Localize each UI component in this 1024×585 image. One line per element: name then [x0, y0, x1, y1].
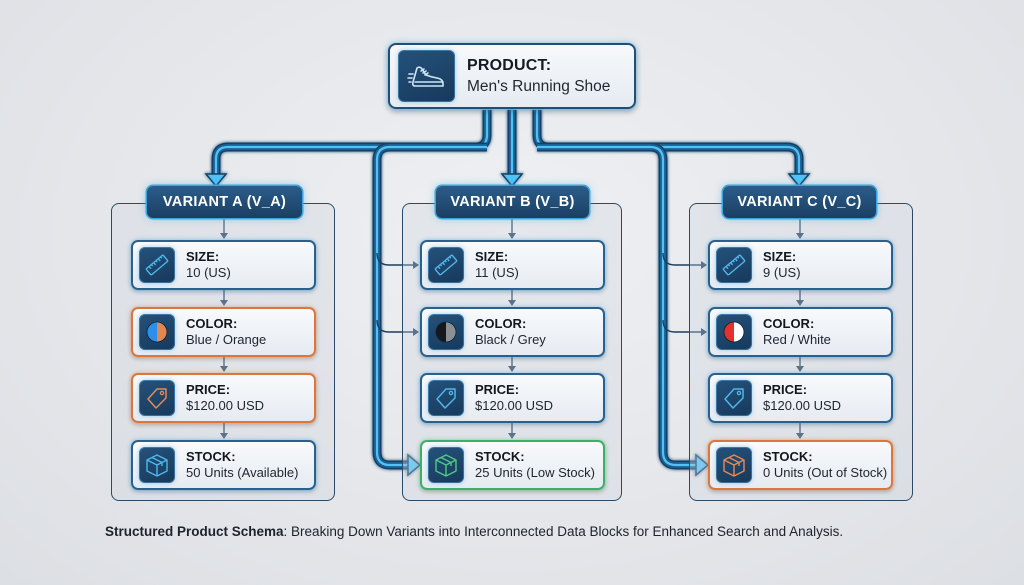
size-label: SIZE: — [763, 248, 797, 264]
color-swatch-icon — [716, 314, 752, 350]
running-shoe-icon — [398, 50, 455, 102]
variant-b-color-card[interactable]: COLOR:Black / Grey — [420, 307, 605, 357]
diagram-caption: Structured Product Schema: Breaking Down… — [105, 524, 843, 539]
connector-to-variant-a — [204, 110, 492, 188]
color-label: COLOR: — [475, 315, 527, 331]
stock-label: STOCK: — [763, 448, 813, 464]
size-label: SIZE: — [475, 248, 509, 264]
stock-value: 0 Units (Out of Stock) — [763, 464, 888, 480]
stock-value: 50 Units (Available) — [186, 464, 299, 480]
size-value: 10 (US) — [186, 264, 231, 280]
price-tag-icon — [716, 380, 752, 416]
color-value: Blue / Orange — [186, 331, 267, 347]
product-label: PRODUCT: — [467, 56, 552, 74]
ruler-icon — [428, 247, 464, 283]
box-icon — [716, 447, 752, 483]
price-label: PRICE: — [186, 381, 231, 397]
variant-c-price-card[interactable]: PRICE:$120.00 USD — [708, 373, 893, 423]
size-value: 9 (US) — [763, 264, 801, 280]
color-swatch-icon — [428, 314, 464, 350]
stock-value: 25 Units (Low Stock) — [475, 464, 595, 480]
price-label: PRICE: — [475, 381, 520, 397]
box-icon — [428, 447, 464, 483]
variant-c-header[interactable]: VARIANT C (V_C) — [723, 186, 876, 218]
variant-b-header[interactable]: VARIANT B (V_B) — [436, 186, 589, 218]
variant-c-color-card[interactable]: COLOR:Red / White — [708, 307, 893, 357]
size-value: 11 (US) — [475, 264, 519, 280]
variant-a-size-card[interactable]: SIZE:10 (US) — [131, 240, 316, 290]
price-tag-icon — [428, 380, 464, 416]
caption-text: : Breaking Down Variants into Interconne… — [283, 524, 844, 539]
product-node[interactable]: PRODUCT: Men's Running Shoe — [388, 43, 636, 109]
price-value: $120.00 USD — [763, 397, 842, 413]
variant-a-stock-card[interactable]: STOCK:50 Units (Available) — [131, 440, 316, 490]
box-icon — [139, 447, 175, 483]
price-label: PRICE: — [763, 381, 808, 397]
ruler-icon — [139, 247, 175, 283]
variant-c-size-card[interactable]: SIZE:9 (US) — [708, 240, 893, 290]
color-value: Red / White — [763, 331, 831, 347]
price-value: $120.00 USD — [475, 397, 554, 413]
size-label: SIZE: — [186, 248, 220, 264]
variant-a-price-card[interactable]: PRICE:$120.00 USD — [131, 373, 316, 423]
ruler-icon — [716, 247, 752, 283]
variant-b-price-card[interactable]: PRICE:$120.00 USD — [420, 373, 605, 423]
variant-b-size-card[interactable]: SIZE:11 (US) — [420, 240, 605, 290]
stock-label: STOCK: — [186, 448, 236, 464]
arrowhead-icon — [787, 173, 811, 188]
color-label: COLOR: — [763, 315, 815, 331]
stock-label: STOCK: — [475, 448, 525, 464]
variant-a-header[interactable]: VARIANT A (V_A) — [147, 186, 302, 218]
price-tag-icon — [139, 380, 175, 416]
product-name: Men's Running Shoe — [467, 77, 611, 95]
connector-to-variant-b — [500, 110, 524, 188]
color-value: Black / Grey — [475, 331, 546, 347]
color-label: COLOR: — [186, 315, 238, 331]
caption-title: Structured Product Schema — [105, 524, 284, 539]
variant-a-color-card[interactable]: COLOR:Blue / Orange — [131, 307, 316, 357]
price-value: $120.00 USD — [186, 397, 265, 413]
color-swatch-icon — [139, 314, 175, 350]
arrowhead-icon — [204, 173, 228, 188]
connector-to-variant-c — [532, 110, 811, 188]
variant-c-stock-card[interactable]: STOCK:0 Units (Out of Stock) — [708, 440, 893, 490]
arrowhead-icon — [500, 173, 524, 188]
variant-b-stock-card[interactable]: STOCK:25 Units (Low Stock) — [420, 440, 605, 490]
